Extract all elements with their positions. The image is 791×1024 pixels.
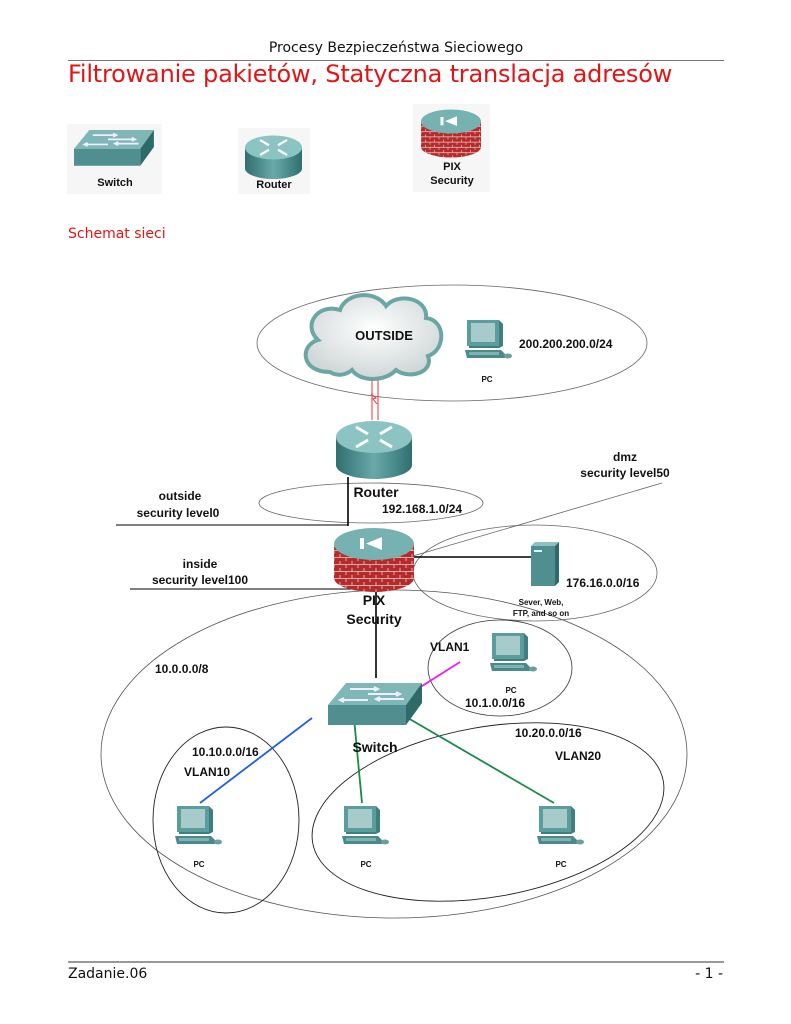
outside-zone-label-1: outside [159,489,202,503]
dmz-server-label-1: Sever, Web, [519,598,564,607]
outside-zone-label-2: security level0 [137,506,220,520]
legend-switch-icon [67,124,162,194]
legend-pix-label-1: PIX [443,161,461,173]
switch-label: Switch [352,739,397,755]
vlan20-pc-label-1: PC [360,860,371,869]
outside-network-ellipse [256,284,648,402]
dmz-server-label-2: FTP, and so on [513,609,569,618]
vlan10-network-label: 10.10.0.0/16 [192,745,259,759]
footer-task-label: Zadanie.06 [68,966,148,982]
vlan10-link [199,717,313,804]
header-rule [68,60,724,61]
dmz-server-icon [531,542,559,586]
vlan20-ellipse [311,722,665,902]
pix-label-2: Security [346,611,401,627]
router-network-ellipse [258,482,484,524]
vlan20-link-1 [353,717,363,804]
legend-router-label: Router [256,179,292,191]
vlan1-network-label: 10.1.0.0/16 [465,696,525,710]
vlan20-link-2 [388,706,555,804]
vlan20-pc-icon-2 [537,806,584,845]
router-network-label: 192.168.1.0/24 [382,502,462,516]
page-title: Filtrowanie pakietów, Statyczna translac… [68,60,673,88]
vlan10-pc-icon [175,806,222,845]
outside-cloud-label: OUTSIDE [355,328,413,343]
vlan1-name: VLAN1 [430,640,470,654]
outside-cloud-icon [303,293,444,381]
legend-pix-label-2: Security [430,175,474,187]
vlan20-pc-label-2: PC [555,860,566,869]
vlan10-pc-label: PC [193,860,204,869]
legend-router-icon [238,128,310,194]
inside-network-label: 10.0.0.0/8 [155,662,209,676]
inside-zone-label-2: security level100 [152,573,248,587]
vlan1-pc-label: PC [505,686,516,695]
vlan1-pc-icon [490,633,537,672]
section-title: Schemat sieci [68,226,166,242]
dmz-zone-label-1: dmz [613,450,637,464]
legend-switch-label: Switch [97,177,133,189]
outside-network-label: 200.200.200.0/24 [519,337,613,351]
vlan10-ellipse [152,726,300,914]
footer-rule [68,961,724,963]
outside-pc-icon [465,320,512,359]
pix-firewall-icon [334,528,414,592]
vlan20-network-label: 10.20.0.0/16 [515,726,582,740]
vlan20-name: VLAN20 [555,749,601,763]
running-header: Procesy Bezpieczeństwa Sieciowego [268,40,524,56]
vlan20-pc-icon-1 [342,806,389,845]
router-icon [334,419,414,481]
vlan1-ellipse [427,619,573,717]
dmz-boundary-line [412,482,663,557]
legend-pix-icon [413,104,490,192]
switch-icon [327,682,423,726]
vlan10-name: VLAN10 [184,765,230,779]
dmz-zone-label-2: security level50 [580,466,670,480]
pix-label-1: PIX [363,592,386,608]
footer-page-number: - 1 - [695,966,723,982]
inside-zone-label-1: inside [183,557,218,571]
dmz-network-label: 176.16.0.0/16 [566,576,640,590]
router-label: Router [353,484,399,500]
outside-pc-label: PC [481,375,492,384]
